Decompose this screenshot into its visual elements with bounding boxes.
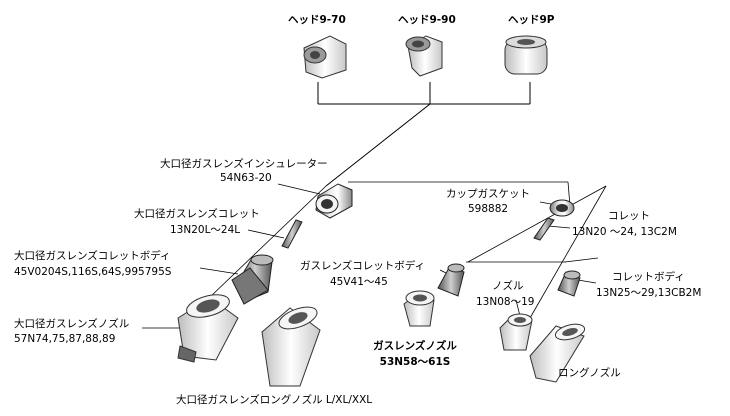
gl-nozzle-code: 53N58～61S	[379, 356, 451, 368]
nozzle-image	[499, 313, 533, 351]
head-9-90-image	[405, 35, 443, 77]
collet-code: 13N20 ～24, 13C2M	[572, 226, 677, 238]
gl-nozzle-image	[403, 290, 435, 327]
large-collet-body-name: 大口径ガスレンズコレットボディ	[14, 250, 171, 262]
collet-name: コレット	[608, 210, 650, 222]
large-long-nozzle-image	[261, 306, 321, 387]
large-long-nozzle-name: 大口径ガスレンズロングノズル L/XL/XXL	[176, 394, 373, 406]
cup-gasket-name: カップガスケット	[446, 188, 530, 200]
insulator-image	[315, 183, 353, 219]
gl-nozzle-name: ガスレンズノズル	[373, 340, 457, 352]
long-nozzle-image	[529, 323, 586, 383]
large-collet-name: 大口径ガスレンズコレット	[134, 208, 260, 220]
head-bracket	[317, 82, 531, 187]
head-9-70-image	[303, 35, 347, 79]
head-9-90-label: ヘッド9-90	[398, 14, 456, 26]
insulator-name: 大口径ガスレンズインシュレーター	[160, 158, 328, 170]
cup-gasket-image	[549, 199, 575, 217]
large-collet-body-image	[231, 254, 274, 305]
head-9p-label: ヘッド9P	[508, 14, 555, 26]
cup-gasket-code: 598882	[468, 203, 509, 215]
nozzle-code: 13N08～19	[476, 296, 535, 308]
nozzle-name: ノズル	[492, 280, 524, 292]
large-nozzle-code: 57N74,75,87,88,89	[14, 333, 116, 345]
collet-body-image	[557, 270, 581, 297]
collet-image	[533, 217, 555, 241]
collet-body-code: 13N25～29,13CB2M	[596, 287, 702, 299]
long-nozzle-name: ロングノズル	[558, 367, 621, 379]
insulator-code: 54N63-20	[220, 172, 272, 184]
collet-body-name: コレットボディ	[612, 271, 685, 283]
large-collet-image	[281, 219, 303, 249]
gl-collet-body-code: 45V41～45	[330, 276, 388, 288]
gl-collet-body-name: ガスレンズコレットボディ	[300, 260, 426, 272]
gl-collet-body-image	[437, 263, 465, 297]
large-collet-code: 13N20L～24L	[170, 224, 241, 236]
leader-lines	[142, 183, 597, 367]
head-9p-image	[504, 35, 548, 75]
large-nozzle-image	[177, 294, 239, 363]
head-9-70-label: ヘッド9-70	[288, 14, 346, 26]
large-collet-body-code: 45V0204S,116S,64S,995795S	[14, 266, 172, 278]
large-nozzle-name: 大口径ガスレンズノズル	[14, 318, 130, 330]
